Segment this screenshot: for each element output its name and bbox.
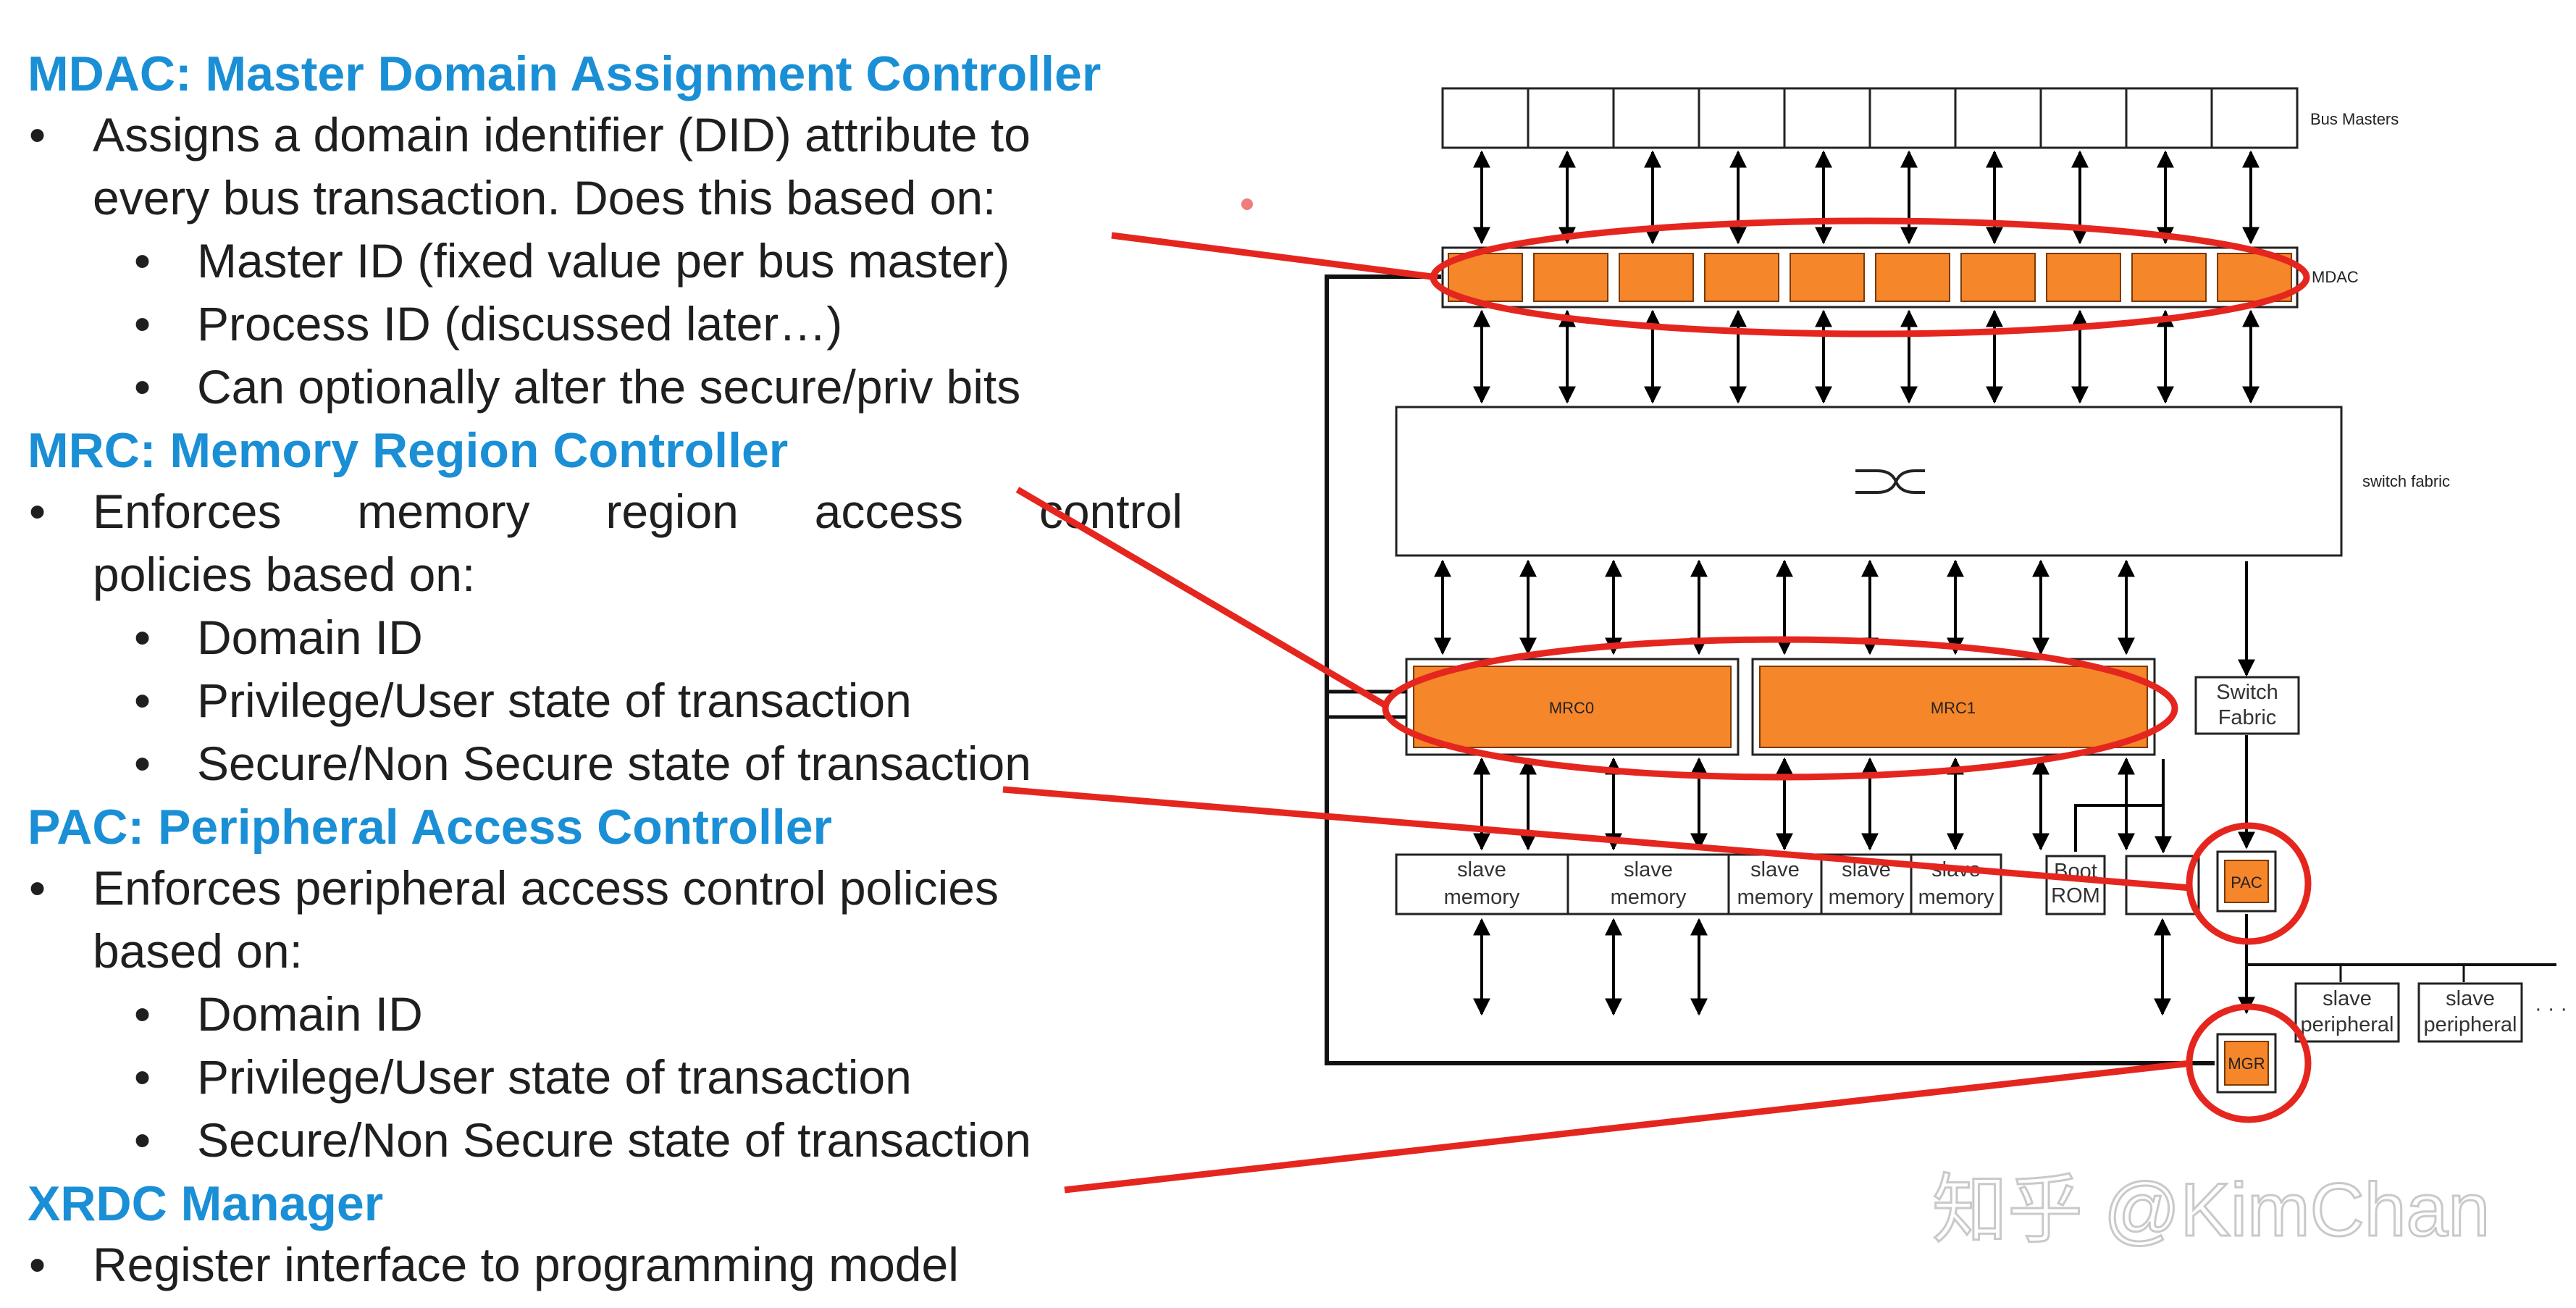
mgr-label: MGR bbox=[2228, 1055, 2265, 1073]
pac-label: PAC bbox=[2231, 873, 2262, 892]
switch-fabric-box-label-2: Fabric bbox=[2218, 706, 2277, 729]
slave-memory-label: memory bbox=[1829, 886, 1905, 909]
mdac-heading: MDAC: Master Domain Assignment Controlle… bbox=[28, 46, 1102, 101]
pac-sub-privilege: Privilege/User state of transaction bbox=[197, 1050, 912, 1104]
xrdc-bullet-text: Register interface to programming model bbox=[93, 1238, 959, 1291]
pac-sub-domain-id: Domain ID bbox=[197, 987, 423, 1041]
bus-master-cells bbox=[1441, 87, 2299, 149]
boot-rom-fork bbox=[2074, 759, 2163, 852]
mrc-block bbox=[1405, 658, 2156, 756]
slave-peripheral-label: peripheral bbox=[2301, 1013, 2394, 1036]
bullet-marker: • bbox=[29, 861, 46, 915]
boot-rom-label-2: ROM bbox=[2051, 884, 2100, 907]
pac-highlight-ellipse bbox=[2186, 822, 2312, 945]
more-peripherals-ellipsis: · · · bbox=[2535, 997, 2567, 1020]
mrc-heading: MRC: Memory Region Controller bbox=[28, 423, 789, 478]
mgr-fill bbox=[2224, 1041, 2269, 1086]
mdac-block bbox=[1441, 246, 2299, 309]
switch-fabric-block bbox=[1395, 406, 2343, 557]
xrdc-heading: XRDC Manager bbox=[28, 1176, 384, 1231]
mdac-bullet-text: Assigns a domain identifier (DID) attrib… bbox=[93, 108, 1031, 162]
mrc-bullet-word: access bbox=[814, 485, 964, 538]
bullet-marker: • bbox=[29, 485, 46, 538]
slave-peripheral-box bbox=[2417, 982, 2523, 1043]
slave-peripheral-label: slave bbox=[2446, 987, 2495, 1010]
sub-bullet-marker: • bbox=[134, 674, 151, 727]
sub-bullet-marker: • bbox=[134, 1113, 151, 1167]
slave-peripheral-label: peripheral bbox=[2424, 1013, 2517, 1036]
switch-fabric-icon bbox=[1855, 469, 1925, 494]
slide-text-panel: MDAC: Master Domain Assignment Controlle… bbox=[0, 0, 1231, 1308]
mrc-bullet-word: control bbox=[1039, 485, 1183, 538]
mdac-sub-master-id: Master ID (fixed value per bus master) bbox=[197, 234, 1010, 288]
slave-memory-label: memory bbox=[1611, 886, 1687, 909]
mrc-sub-secure: Secure/Non Secure state of transaction bbox=[197, 737, 1031, 790]
switch-fabric-box-label-1: Switch bbox=[2216, 681, 2278, 704]
memory-down-arrows bbox=[1473, 918, 2171, 1016]
mdac-sub-secure-priv: Can optionally alter the secure/priv bit… bbox=[197, 360, 1021, 414]
sub-bullet-marker: • bbox=[134, 1050, 151, 1104]
master-to-mdac-arrows bbox=[1473, 150, 2260, 245]
mrc-bullet-text-cont: policies based on: bbox=[93, 548, 476, 601]
slave-peripheral-label: slave bbox=[2323, 987, 2372, 1010]
bullet-marker: • bbox=[29, 1238, 46, 1291]
pac-sub-secure: Secure/Non Secure state of transaction bbox=[197, 1113, 1031, 1167]
slave-memory-label: slave bbox=[1457, 858, 1506, 881]
pac-fill bbox=[2224, 860, 2269, 903]
mdac-label: MDAC bbox=[2312, 268, 2359, 286]
bullet-marker: • bbox=[29, 108, 46, 162]
mrc0-label: MRC0 bbox=[1549, 699, 1594, 717]
slave-memory-label: memory bbox=[1444, 886, 1520, 909]
switch-to-mrc-arrows bbox=[1434, 559, 2135, 655]
boot-rom-box bbox=[2045, 855, 2106, 915]
sub-bullet-marker: • bbox=[134, 987, 151, 1041]
slave-memory-label: memory bbox=[1737, 886, 1813, 909]
mdac-to-switch-arrows bbox=[1473, 309, 2260, 404]
mrc-sub-domain-id: Domain ID bbox=[197, 611, 423, 664]
switch-fabric-box bbox=[2194, 676, 2300, 735]
pac-heading: PAC: Peripheral Access Controller bbox=[28, 800, 833, 855]
watermark-text: 知乎 @KimChan bbox=[1932, 1168, 2490, 1252]
mrc1-label: MRC1 bbox=[1931, 699, 1976, 717]
slave-memory-row bbox=[1395, 853, 2002, 915]
pac-bullet-text: Enforces peripheral access control polic… bbox=[93, 861, 999, 915]
laser-pointer-dot bbox=[1241, 198, 1253, 210]
sub-bullet-marker: • bbox=[134, 611, 151, 664]
mdac-bullet-text-cont: every bus transaction. Does this based o… bbox=[93, 171, 997, 225]
mrc-bullet-word: memory bbox=[357, 485, 530, 538]
sub-bullet-marker: • bbox=[134, 297, 151, 351]
sub-bullet-marker: • bbox=[134, 737, 151, 790]
sub-bullet-marker: • bbox=[134, 360, 151, 414]
pac-bullet-text-cont: based on: bbox=[93, 924, 303, 978]
mdac-sub-process-id: Process ID (discussed later…) bbox=[197, 297, 843, 351]
mrc-sub-privilege: Privilege/User state of transaction bbox=[197, 674, 912, 727]
slave-peripheral-box bbox=[2294, 982, 2400, 1043]
slave-memory-label: slave bbox=[1750, 858, 1800, 881]
mrc-bullet-word: region bbox=[605, 485, 739, 538]
slave-memory-label: memory bbox=[1918, 886, 1994, 909]
mrc-bullet-word: Enforces bbox=[93, 485, 282, 538]
bus-masters-label: Bus Masters bbox=[2310, 110, 2399, 128]
switch-fabric-label: switch fabric bbox=[2362, 472, 2450, 490]
mrc-bullet-text: Enforces memory region access control bbox=[93, 487, 1183, 535]
sub-bullet-marker: • bbox=[134, 234, 151, 288]
slave-memory-label: slave bbox=[1624, 858, 1673, 881]
callout-lines bbox=[1002, 232, 2191, 1194]
